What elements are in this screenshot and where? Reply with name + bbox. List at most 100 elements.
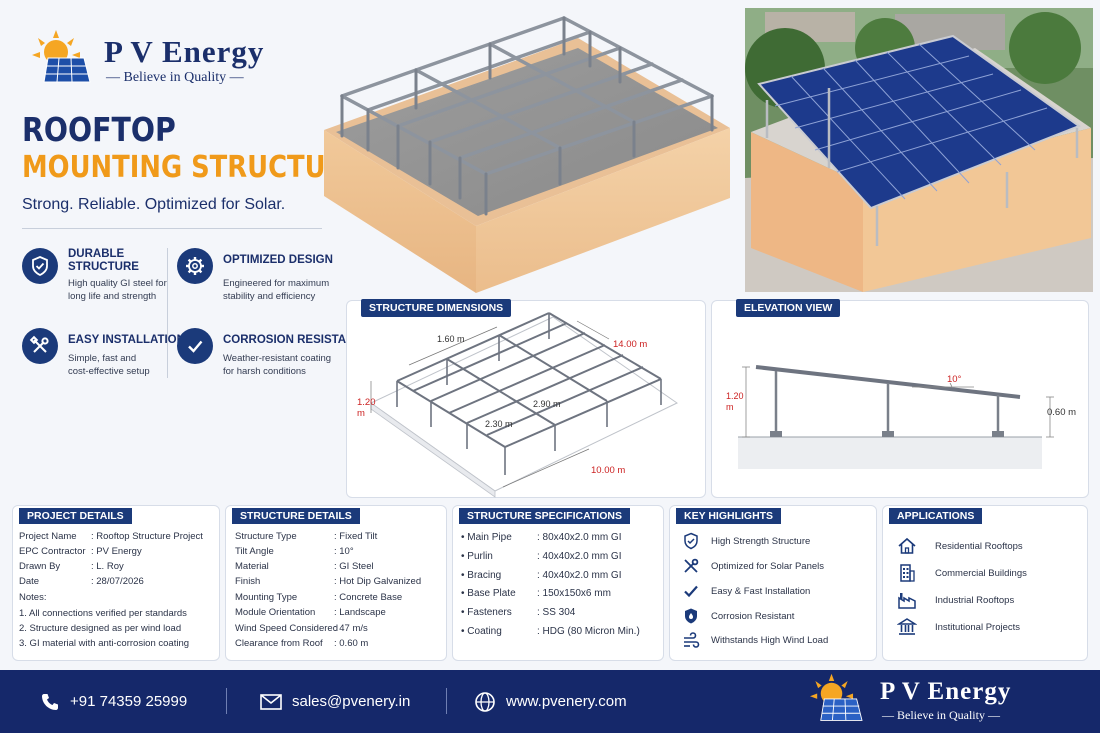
- footer-email-text: sales@pvenery.in: [292, 693, 411, 710]
- brand-tagline: — Believe in Quality —: [106, 70, 244, 85]
- footer-sun-panel-logo-icon: [810, 673, 863, 721]
- check-icon: [684, 585, 698, 598]
- globe-icon: [475, 691, 495, 712]
- spec-row-key: • Coating: [461, 626, 502, 637]
- project-row-value: : Rooftop Structure Project: [91, 531, 203, 542]
- brand-name: P V Energy: [104, 34, 265, 69]
- spec-row-key: • Base Plate: [461, 588, 516, 599]
- footer-website[interactable]: www.pvenery.com: [474, 670, 627, 733]
- note-item: 3. GI material with anti-corrosion coati…: [19, 638, 190, 649]
- footer-brand-name: P V Energy: [880, 678, 1012, 705]
- project-row-value: : PV Energy: [91, 546, 142, 557]
- structure-row-key: Tilt Angle: [235, 546, 274, 557]
- key-highlights-card: KEY HIGHLIGHTS High Strength Structure O…: [669, 505, 877, 661]
- structure-row-value: : Landscape: [334, 607, 386, 618]
- footer-separator: [226, 688, 227, 714]
- wind-icon: [684, 632, 700, 648]
- structure-details-card: STRUCTURE DETAILS Structure Type : Fixed…: [225, 505, 447, 661]
- structure-3d-illustration: [324, 16, 730, 293]
- highlight-item: High Strength Structure: [711, 536, 811, 547]
- applications-card: APPLICATIONS Residential Rooftops Commer…: [882, 505, 1088, 661]
- highlight-item: Easy & Fast Installation: [711, 586, 811, 597]
- footer-email[interactable]: sales@pvenery.in: [260, 670, 410, 733]
- panel-label: STRUCTURE DIMENSIONS: [361, 299, 512, 317]
- sun-panel-logo-icon: [32, 30, 91, 83]
- spec-row-key: • Fasteners: [461, 607, 512, 618]
- structure-row-key: Mounting Type: [235, 592, 298, 603]
- hero-divider: [22, 228, 322, 229]
- shield-check-icon: [22, 248, 58, 284]
- phone-icon: [42, 693, 58, 710]
- spec-row-value: : SS 304: [537, 607, 576, 618]
- spec-row-key: • Purlin: [461, 551, 493, 562]
- elev-angle: 10°: [947, 374, 962, 385]
- note-item: 2. Structure designed as per wind load: [19, 623, 182, 634]
- feature-title: CORROSION RESISTANT: [223, 334, 362, 346]
- note-item: 1. All connections verified per standard…: [19, 608, 187, 619]
- structure-row-value: : 0.60 m: [334, 638, 369, 649]
- card-label: STRUCTURE DETAILS: [232, 508, 360, 524]
- spec-row-key: • Main Pipe: [461, 532, 512, 543]
- feature-corrosion: CORROSION RESISTANT Weather-resistant co…: [177, 328, 361, 388]
- footer-phone[interactable]: +91 74359 25999: [40, 670, 187, 733]
- spec-row-value: : HDG (80 Micron Min.): [537, 626, 640, 637]
- dim-top: 1.60 m: [437, 334, 465, 344]
- brand-logo: P V Energy — Believe in Quality —: [30, 26, 290, 90]
- building-icon: [900, 564, 915, 582]
- spec-row-value: : 40x40x2.0 mm GI: [537, 570, 622, 581]
- panel-label: ELEVATION VIEW: [736, 299, 841, 317]
- page-subtitle: MOUNTING STRUCTURE: [22, 150, 364, 185]
- elev-left-height: 1.20 m: [726, 391, 744, 412]
- project-row-key: Project Name: [19, 531, 77, 542]
- dim-length: 14.00 m: [613, 339, 648, 350]
- structure-specifications-card: STRUCTURE SPECIFICATIONS • Main Pipe : 8…: [452, 505, 664, 661]
- project-row-key: Date: [19, 576, 40, 587]
- application-item: Residential Rooftops: [935, 541, 1023, 552]
- dim-height: 1.20 m: [357, 397, 376, 419]
- check-icon: [177, 328, 213, 364]
- page-title: ROOFTOP: [22, 110, 176, 149]
- project-row-value: : L. Roy: [91, 561, 124, 572]
- feature-title: OPTIMIZED DESIGN: [223, 254, 333, 266]
- mail-icon: [260, 693, 282, 710]
- footer-website-text: www.pvenery.com: [506, 693, 627, 710]
- footer-brand-tagline: — Believe in Quality —: [882, 708, 1000, 722]
- house-icon: [898, 537, 916, 554]
- footer-phone-text: +91 74359 25999: [70, 693, 188, 710]
- structure-row-key: Wind Speed Considered: [235, 623, 338, 634]
- tools-icon: [684, 558, 699, 573]
- structure-row-value: : Hot Dip Galvanized: [334, 576, 422, 587]
- elevation-view-panel: ELEVATION VIEW 10° 1.20 m 0.60 m: [711, 299, 1089, 498]
- footer-bar: [0, 670, 1100, 733]
- project-details-card: PROJECT DETAILS Project Name : Rooftop S…: [12, 505, 220, 661]
- card-label: PROJECT DETAILS: [19, 508, 132, 524]
- structure-dimensions-panel: STRUCTURE DIMENSIONS: [346, 299, 706, 498]
- card-label: APPLICATIONS: [889, 508, 983, 524]
- highlight-item: Optimized for Solar Panels: [711, 561, 824, 572]
- feature-separator: [167, 248, 168, 378]
- card-label: STRUCTURE SPECIFICATIONS: [459, 508, 630, 524]
- spec-row-key: • Bracing: [461, 570, 502, 581]
- highlight-item: Withstands High Wind Load: [711, 635, 829, 646]
- structure-row-value: : GI Steel: [334, 561, 374, 572]
- structure-row-key: Material: [235, 561, 269, 572]
- application-item: Commercial Buildings: [935, 568, 1027, 579]
- feature-title: EASY INSTALLATION: [68, 334, 185, 346]
- spec-row-value: : 150x150x6 mm: [537, 588, 611, 599]
- structure-row-value: : Fixed Tilt: [334, 531, 378, 542]
- spec-row-value: : 80x40x2.0 mm GI: [537, 532, 622, 543]
- project-row-key: EPC Contractor: [19, 546, 86, 557]
- structure-row-value: : Concrete Base: [334, 592, 403, 603]
- installed-panels-photo: [745, 8, 1093, 292]
- structure-row-key: Clearance from Roof: [235, 638, 323, 649]
- highlight-item: Corrosion Resistant: [711, 611, 795, 622]
- elev-right-height: 0.60 m: [1047, 407, 1077, 418]
- hero-tagline: Strong. Reliable. Optimized for Solar.: [22, 196, 286, 213]
- card-label: KEY HIGHLIGHTS: [676, 508, 782, 524]
